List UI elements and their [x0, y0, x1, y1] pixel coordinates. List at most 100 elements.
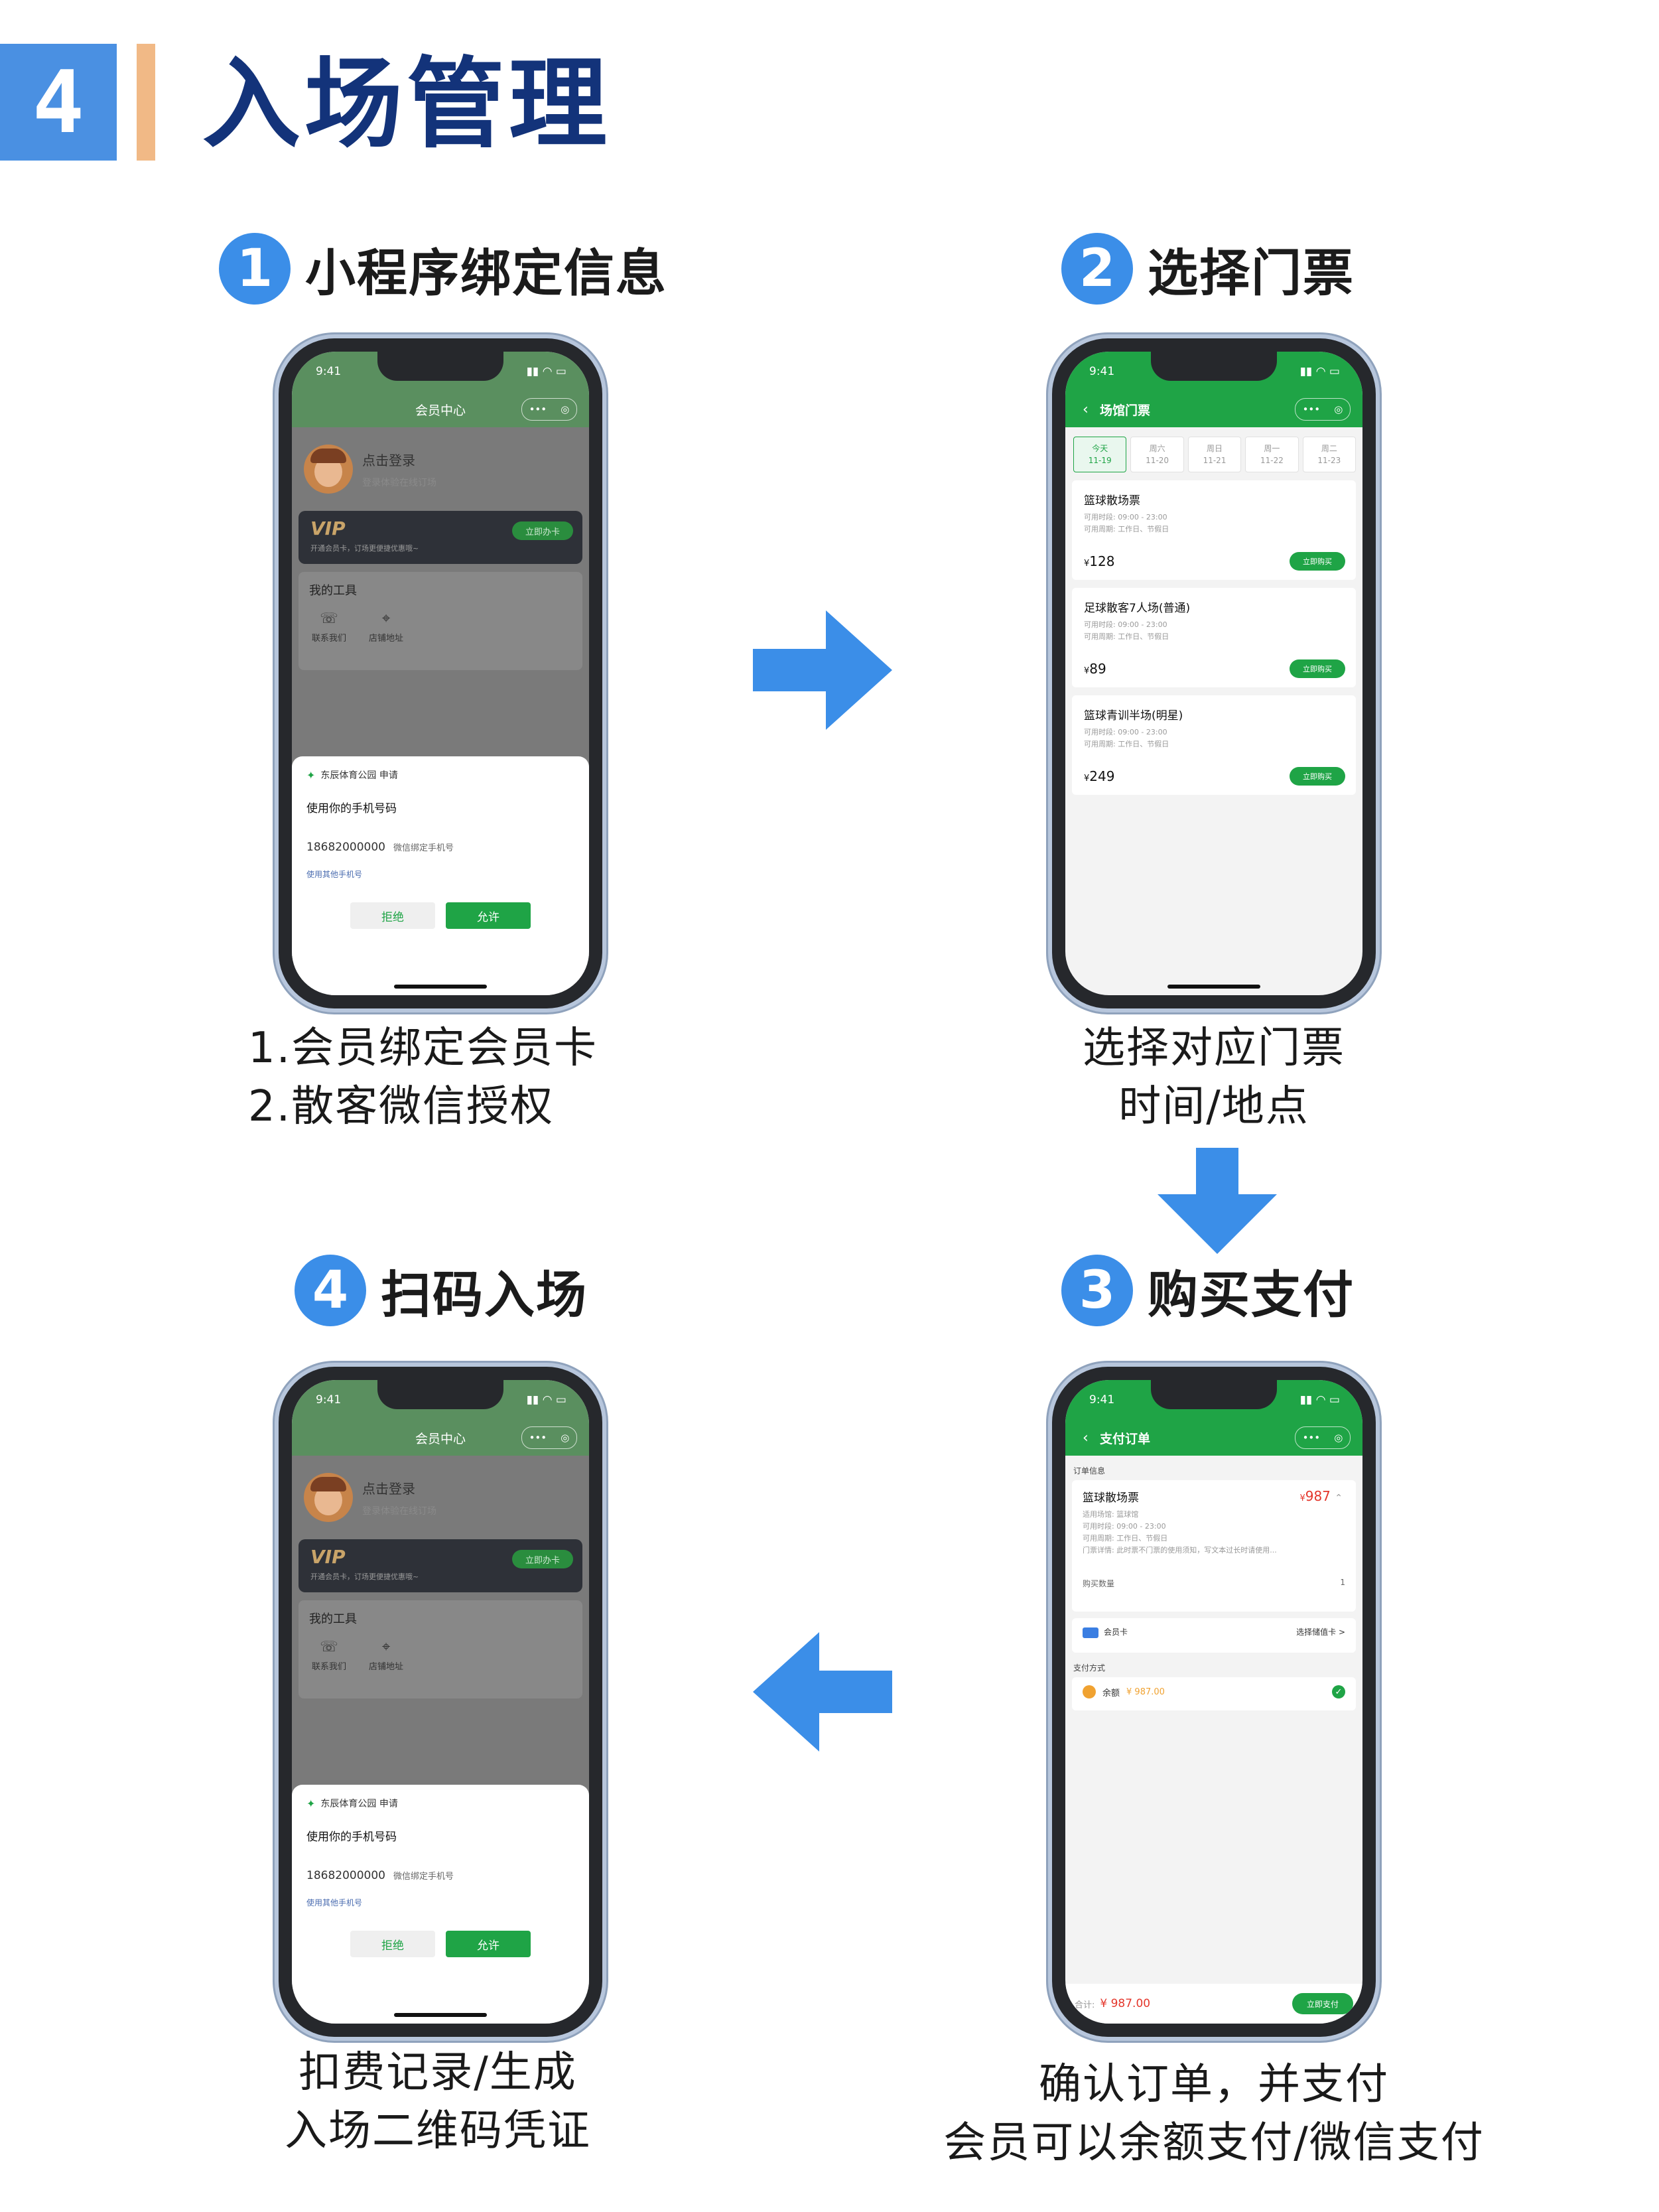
close-target-icon[interactable]: ◎	[1334, 403, 1343, 415]
deny-button[interactable]: 拒绝	[350, 902, 435, 929]
tool-address[interactable]: ⌖ 店铺地址	[369, 610, 403, 644]
ticket-hours: 可用时段: 09:00 - 23:00	[1084, 620, 1167, 629]
mini-program-capsule[interactable]: ••• ◎	[1295, 398, 1351, 421]
status-bar: 9:41 ▮▮ ◠ ▭	[292, 1380, 589, 1420]
use-other-phone-link[interactable]: 使用其他手机号	[306, 1898, 363, 1907]
back-icon[interactable]: ‹	[1083, 1429, 1089, 1446]
date-tab-date: 11-19	[1088, 456, 1112, 465]
deny-button[interactable]: 拒绝	[350, 1931, 435, 1957]
wallet-icon	[1083, 1685, 1096, 1698]
app-logo-icon: ✦	[306, 768, 316, 782]
date-tab[interactable]: 今天 11-19	[1073, 437, 1127, 472]
auth-phone-row[interactable]: 18682000000 微信绑定手机号	[306, 1869, 574, 1882]
date-tab[interactable]: 周日 11-21	[1187, 437, 1242, 472]
select-card-action[interactable]: 选择储值卡 >	[1296, 1627, 1345, 1637]
member-card-row[interactable]: 会员卡 选择储值卡 >	[1072, 1618, 1356, 1653]
signal-wifi-battery-icon: ▮▮ ◠ ▭	[1299, 365, 1340, 378]
chevron-up-icon[interactable]: ⌃	[1335, 1493, 1343, 1503]
phone-icon: ☏	[320, 610, 338, 627]
allow-button[interactable]: 允许	[446, 1931, 531, 1957]
member-card-label: 会员卡	[1104, 1627, 1128, 1637]
check-icon[interactable]: ✓	[1332, 1685, 1345, 1698]
back-icon[interactable]: ‹	[1083, 401, 1089, 418]
tool-address[interactable]: ⌖ 店铺地址	[369, 1639, 403, 1672]
ticket-price-value: 89	[1089, 661, 1106, 677]
arrow-down-icon	[1158, 1148, 1277, 1254]
ticket-days: 可用周期: 工作日、节假日	[1084, 525, 1169, 533]
vip-logo: VIP	[310, 518, 346, 539]
buy-button[interactable]: 立即购买	[1290, 552, 1345, 571]
phone-auth-sheet: ✦ 东辰体育公园 申请 使用你的手机号码 18682000000 微信绑定手机号…	[292, 1785, 589, 2024]
close-target-icon[interactable]: ◎	[561, 403, 570, 415]
buy-button[interactable]: 立即购买	[1290, 659, 1345, 678]
more-icon[interactable]: •••	[1302, 1432, 1321, 1444]
step-1-number: 1	[219, 233, 291, 305]
step-3-caption-line-2: 会员可以余额支付/微信支付	[943, 2118, 1485, 2168]
tools-row: ☏ 联系我们 ⌖ 店铺地址	[309, 1639, 572, 1672]
tool-contact[interactable]: ☏ 联系我们	[312, 1639, 346, 1672]
order-item-name: 篮球散场票	[1083, 1491, 1139, 1505]
pay-method-row[interactable]: 余额 ¥ 987.00 ✓	[1083, 1685, 1345, 1698]
close-target-icon[interactable]: ◎	[561, 1432, 570, 1444]
ticket-price: ¥89	[1084, 661, 1106, 677]
date-tab-date: 11-21	[1203, 456, 1227, 465]
order-item-price: ¥987 ⌃	[1299, 1488, 1343, 1504]
ticket-days: 可用周期: 工作日、节假日	[1084, 632, 1169, 641]
phone-step-3: 9:41 ▮▮ ◠ ▭ ‹ 支付订单 ••• ◎ 订单信息 篮球散场票 ¥987…	[1052, 1367, 1376, 2037]
login-subtitle: 登录体验在线订场	[362, 477, 436, 488]
pay-now-button[interactable]: 立即支付	[1292, 1993, 1353, 2014]
pay-method-card[interactable]: 余额 ¥ 987.00 ✓	[1072, 1677, 1356, 1710]
allow-button[interactable]: 允许	[446, 902, 531, 929]
step-3-caption-line-1: 确认订单，并支付	[1039, 2060, 1389, 2109]
auth-phone-note: 微信绑定手机号	[393, 1872, 454, 1882]
login-title[interactable]: 点击登录	[362, 452, 415, 468]
member-card-selector[interactable]: 会员卡 选择储值卡 >	[1083, 1626, 1345, 1638]
close-target-icon[interactable]: ◎	[1334, 1432, 1343, 1444]
app-header: 9:41 ▮▮ ◠ ▭ ‹ 支付订单 ••• ◎	[1065, 1380, 1362, 1456]
avatar[interactable]	[304, 1473, 353, 1522]
step-3-heading: 3 购买支付	[1061, 1254, 1355, 1327]
mini-program-capsule[interactable]: ••• ◎	[521, 398, 577, 421]
order-details: 门票详情: 此时票不门票的使用须知，写文本过长时请使用...	[1083, 1546, 1277, 1555]
auth-phone-note: 微信绑定手机号	[393, 843, 454, 853]
step-4-heading: 4 扫码入场	[295, 1254, 588, 1327]
phone-step-1: 9:41 ▮▮ ◠ ▭ 会员中心 ••• ◎ 点击登录 登录体验在线订场 VI	[279, 338, 602, 1008]
more-icon[interactable]: •••	[529, 1432, 547, 1444]
vip-subtitle: 开通会员卡，订场更便捷优惠哦~	[310, 544, 419, 553]
avatar[interactable]	[304, 445, 353, 494]
auth-phone-row[interactable]: 18682000000 微信绑定手机号	[306, 841, 574, 854]
auth-title: 使用你的手机号码	[306, 1831, 397, 1844]
order-days: 可用周期: 工作日、节假日	[1083, 1534, 1168, 1543]
currency-symbol: ¥	[1084, 559, 1090, 569]
apply-card-button[interactable]: 立即办卡	[512, 521, 573, 540]
currency-symbol: ¥	[1084, 774, 1090, 784]
more-icon[interactable]: •••	[1302, 403, 1321, 415]
phone-notch	[377, 1380, 503, 1409]
apply-card-button[interactable]: 立即办卡	[512, 1550, 573, 1568]
arrow-right-icon	[753, 610, 892, 730]
date-tab-day: 今天	[1092, 444, 1108, 453]
location-pin-icon: ⌖	[381, 1639, 391, 1655]
buy-button[interactable]: 立即购买	[1290, 767, 1345, 786]
date-tab-day: 周日	[1207, 444, 1223, 453]
status-time: 9:41	[1089, 1393, 1115, 1407]
mini-program-capsule[interactable]: ••• ◎	[1295, 1426, 1351, 1449]
login-title[interactable]: 点击登录	[362, 1480, 415, 1497]
login-row[interactable]: 点击登录 登录体验在线订场	[292, 427, 589, 494]
signal-wifi-battery-icon: ▮▮ ◠ ▭	[526, 1393, 566, 1407]
status-time: 9:41	[316, 365, 342, 378]
tools-row: ☏ 联系我们 ⌖ 店铺地址	[309, 610, 572, 644]
mini-program-capsule[interactable]: ••• ◎	[521, 1426, 577, 1449]
phone-notch	[377, 352, 503, 381]
currency-symbol: ¥	[1299, 1493, 1305, 1503]
tool-contact[interactable]: ☏ 联系我们	[312, 610, 346, 644]
pay-section-label: 支付方式	[1073, 1663, 1106, 1673]
use-other-phone-link[interactable]: 使用其他手机号	[306, 870, 363, 879]
vip-card: VIP 开通会员卡，订场更便捷优惠哦~ 立即办卡	[299, 511, 582, 564]
more-icon[interactable]: •••	[529, 403, 547, 415]
login-row[interactable]: 点击登录 登录体验在线订场	[292, 1456, 589, 1522]
